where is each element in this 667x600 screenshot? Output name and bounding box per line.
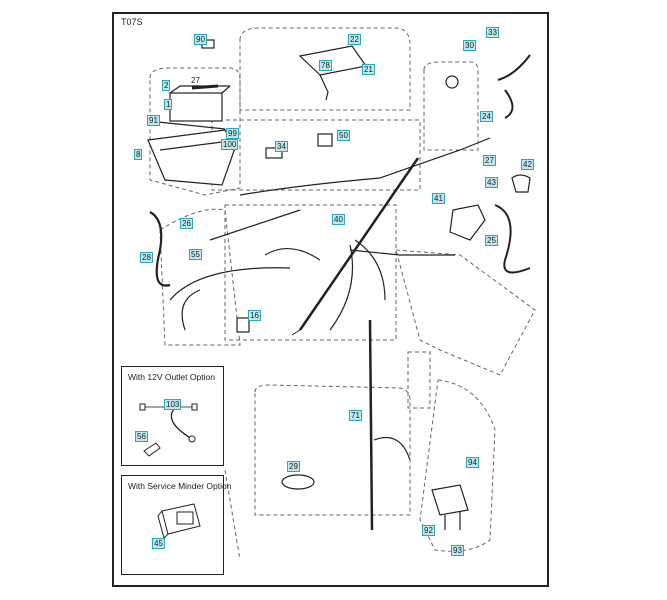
hood-outline (239, 27, 411, 111)
pto-switch (236, 317, 250, 333)
callout-27-solenoid: 27 (483, 155, 496, 166)
callout-33: 33 (486, 27, 499, 38)
battery (169, 92, 223, 122)
callout-56: 56 (135, 431, 148, 442)
callout-41: 41 (432, 193, 445, 204)
seat-switch (281, 474, 315, 490)
rear-harness (368, 319, 374, 531)
callout-90: 90 (194, 34, 207, 45)
seat-outline (254, 384, 411, 516)
callout-25: 25 (485, 235, 498, 246)
lower-left-outline (224, 469, 241, 561)
diagram-code: T07S (121, 17, 143, 27)
relay (265, 147, 283, 159)
terminal-cover (511, 174, 531, 193)
solenoid (449, 204, 486, 241)
callout-92: 92 (422, 525, 435, 536)
callout-8: 8 (134, 149, 143, 160)
rear-outline (419, 379, 496, 552)
inset-12v-outlet: With 12V Outlet Option 103 56 (121, 366, 224, 466)
callout-40: 40 (332, 214, 345, 225)
battery-cable-24 (497, 54, 531, 119)
inset-service-minder: With Service Minder Option 45 (121, 475, 231, 575)
callout-2: 2 (162, 80, 171, 91)
callout-94: 94 (466, 457, 479, 468)
callout-16: 16 (248, 310, 261, 321)
battery-zone-outline (149, 67, 241, 196)
callout-45: 45 (152, 538, 165, 549)
callout-100: 100 (221, 139, 239, 150)
frame-outline (224, 204, 397, 341)
ground-cable (149, 211, 171, 287)
callout-78: 78 (319, 60, 332, 71)
callout-99: 99 (226, 128, 239, 139)
main-harness (298, 157, 420, 331)
callout-1: 1 (164, 99, 173, 110)
callout-29: 29 (287, 461, 300, 472)
right-fender-outline (423, 61, 479, 151)
callout-21: 21 (362, 64, 375, 75)
callout-55: 55 (189, 249, 202, 260)
callout-26: 26 (180, 218, 193, 229)
callout-93: 93 (451, 545, 464, 556)
callout-42: 42 (521, 159, 534, 170)
callout-71: 71 (349, 410, 362, 421)
callout-91: 91 (147, 115, 160, 126)
callout-28: 28 (140, 252, 153, 263)
dash-outline (211, 119, 421, 191)
battery-cable-25 (494, 204, 531, 274)
right-body-outline (395, 249, 536, 376)
callout-43: 43 (485, 177, 498, 188)
inset-title-service-minder: With Service Minder Option (128, 481, 232, 491)
callout-24: 24 (480, 111, 493, 122)
callout-103: 103 (164, 399, 182, 410)
callout-34: 34 (275, 141, 288, 152)
callout-22: 22 (348, 34, 361, 45)
service-minder-art (157, 503, 201, 539)
pedal-outline (407, 351, 431, 409)
battery-tray (147, 129, 236, 186)
callout-50: 50 (337, 130, 350, 141)
callout-27: 27 (191, 76, 200, 85)
outlet-harness-art (139, 403, 198, 457)
module (431, 484, 469, 516)
inset-title-12v-outlet: With 12V Outlet Option (128, 372, 215, 382)
callout-30: 30 (463, 40, 476, 51)
key-switch (445, 75, 459, 89)
left-body-outline (159, 208, 241, 346)
light-switch (317, 133, 333, 147)
